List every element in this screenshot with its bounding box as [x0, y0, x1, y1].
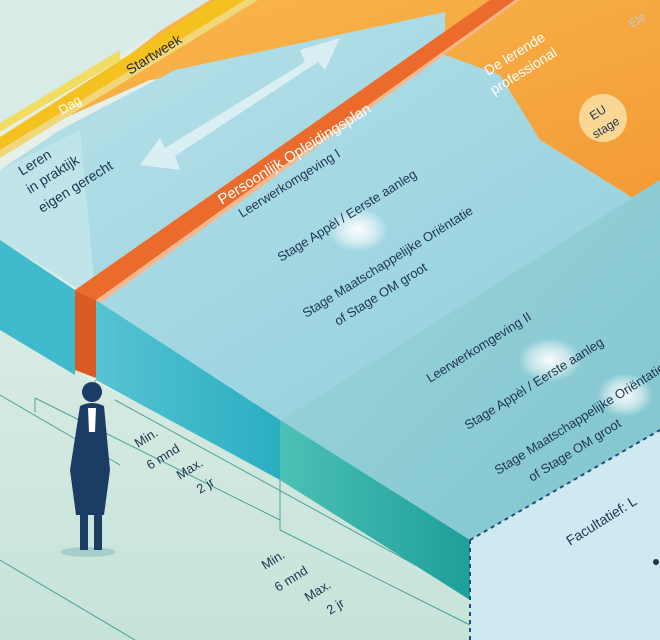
orange-region [20, 0, 660, 215]
glow-2 [518, 338, 582, 382]
glow-1 [328, 208, 388, 252]
block3-top [470, 430, 660, 640]
yellow-band-edge [0, 0, 258, 158]
magistrate-figure-icon [60, 382, 116, 557]
block1-left-top [0, 130, 96, 300]
block1-left-front [0, 240, 75, 375]
double-arrow-icon [140, 38, 340, 170]
opleidingsplan-strip-side [75, 290, 96, 378]
floor [0, 300, 470, 640]
block1-top [0, 12, 660, 420]
block1-front [96, 300, 280, 480]
opleidingsplan-strip-highlight [96, 0, 520, 303]
bullet-dot [653, 559, 659, 565]
dag-band [0, 50, 120, 132]
block2-front [280, 420, 470, 600]
eu-glow [579, 94, 627, 142]
glow-3 [597, 373, 653, 417]
opleidingsplan-strip [75, 0, 515, 300]
